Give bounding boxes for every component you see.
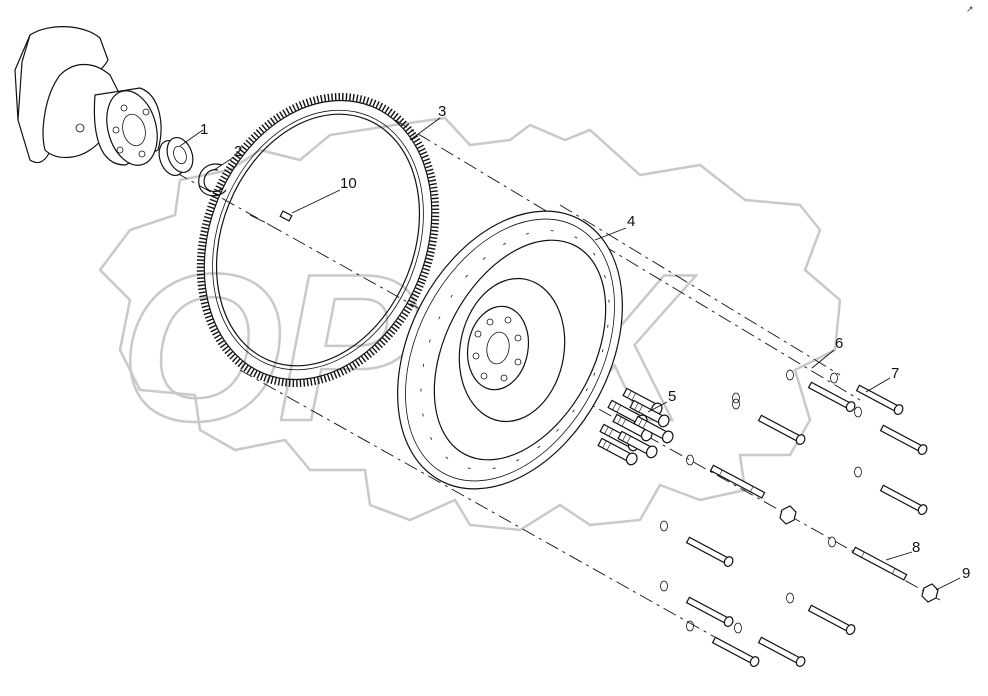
bearing (158, 136, 194, 177)
leader-5 (647, 401, 668, 413)
nut-9a (779, 505, 797, 525)
washer-5 (732, 392, 740, 404)
bolt-7c (757, 414, 806, 445)
flywheel (397, 210, 623, 490)
pin-body (279, 210, 293, 222)
hub-hole-7 (472, 352, 480, 360)
bolt-5e (633, 415, 674, 444)
washer-4 (732, 398, 740, 410)
callout-4: 4 (627, 213, 635, 230)
callout-3: 3 (438, 103, 446, 120)
leader-4 (594, 227, 627, 241)
crank-hole-5 (112, 126, 120, 134)
flywheel-rim-edge (405, 218, 615, 482)
washer-9 (828, 536, 836, 548)
long-bolts (685, 381, 928, 667)
bolt-7a (807, 381, 856, 412)
ring-gear-root (203, 99, 433, 381)
callout-6: 6 (835, 335, 843, 352)
flywheel-face (433, 239, 607, 461)
callout-10: 10 (340, 175, 357, 192)
crank-web-edge (17, 34, 31, 121)
bolt-7b (855, 384, 904, 415)
bolt-7e (879, 484, 928, 515)
flywheel-center-bore (486, 331, 510, 365)
bolt-7d (879, 424, 928, 455)
nut-9b (921, 583, 939, 603)
hub-hole-2 (504, 316, 512, 324)
upper-right-axis (559, 204, 841, 376)
crankshaft-end (14, 26, 162, 166)
crank-hole-1 (120, 104, 128, 112)
stud-8b (851, 546, 908, 581)
hub-hole-5 (500, 374, 508, 382)
callout-1: 1 (200, 121, 208, 138)
leader-lines (179, 117, 961, 591)
washer-8 (660, 520, 668, 532)
lower-bolt-axis (239, 369, 721, 641)
callout-7: 7 (891, 365, 899, 382)
hub-hole-6 (480, 372, 488, 380)
nuts (779, 505, 939, 603)
washer-7 (686, 454, 694, 466)
callout-8: 8 (912, 539, 920, 556)
washer-3 (854, 406, 862, 418)
hub-hole-4 (514, 358, 522, 366)
leader-2 (213, 156, 235, 171)
washer-12 (686, 620, 694, 632)
washer-11 (786, 592, 794, 604)
washers (660, 369, 862, 634)
ring-gear-inner (215, 113, 421, 367)
washer-6 (854, 466, 862, 478)
flywheel-rim (397, 210, 623, 490)
washer-10 (660, 580, 668, 592)
leader-3 (409, 117, 441, 141)
callout-9: 9 (962, 565, 970, 582)
leader-10 (291, 189, 341, 214)
stud-8a (709, 464, 766, 499)
pin-axis-line (249, 214, 271, 226)
bolt-5h (597, 437, 638, 466)
dowel-pin (279, 210, 293, 222)
hub-hole-3 (514, 334, 522, 342)
callout-2: 2 (234, 143, 242, 160)
bearing-face (166, 136, 194, 174)
bolt-7j (757, 636, 806, 667)
flywheel-hub-area (458, 277, 566, 423)
crank-oil-hole (75, 123, 85, 133)
watermark-gear-outline (98, 116, 842, 532)
bolt-7g (685, 596, 734, 627)
corner-mark: ↗ (966, 5, 974, 15)
callout-5: 5 (668, 388, 676, 405)
upper-bolt-axis (394, 119, 861, 401)
leader-7 (865, 377, 891, 393)
hub-hole-1 (486, 318, 494, 326)
leader-6 (811, 349, 835, 369)
crank-hole-3 (116, 146, 124, 154)
callout-labels: 1 2 3 4 5 6 7 8 9 10 (200, 103, 970, 582)
leader-9 (935, 577, 961, 591)
hub-hole-8 (474, 330, 482, 338)
bolt-7f (685, 536, 734, 567)
studs (709, 464, 908, 581)
flywheel-bolt-holes (420, 230, 610, 470)
bolt-5g (617, 430, 658, 459)
crank-bore (122, 113, 146, 147)
flywheel-hub (466, 305, 530, 391)
leader-1 (179, 129, 204, 147)
crank-hole-4 (138, 150, 146, 158)
leader-8 (885, 551, 913, 561)
bolt-group (597, 387, 674, 466)
bolt-7i (711, 636, 760, 667)
bearing-inner (173, 145, 187, 165)
washer-1 (786, 369, 794, 381)
ring-gear-band (212, 109, 424, 371)
washer-2 (830, 372, 838, 384)
crank-hole-2 (142, 108, 150, 116)
bolt-5b (629, 399, 670, 428)
bolt-7h (807, 604, 856, 635)
washer-13 (734, 622, 742, 634)
